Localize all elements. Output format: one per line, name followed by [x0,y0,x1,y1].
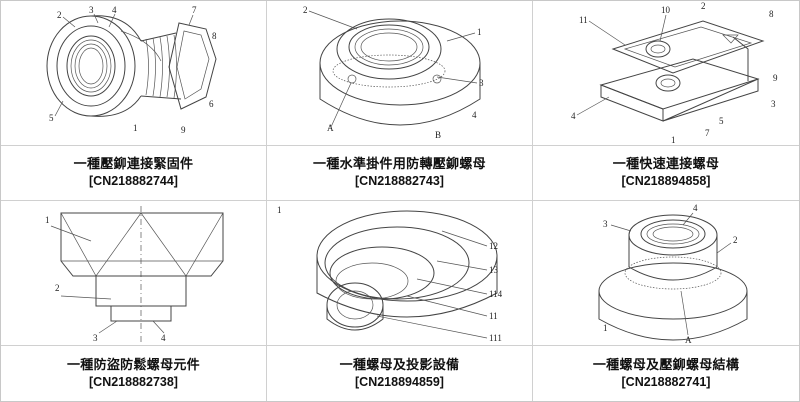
label-2: 2 [303,5,308,15]
label-11: 11 [579,15,588,25]
label-A: A [685,335,692,345]
label-A: A [327,123,334,133]
label-4: 4 [112,5,117,15]
patent-drawing-1: 2 3 4 7 8 5 6 9 1 [1,1,267,146]
label-3: 3 [93,333,98,343]
label-4: 4 [693,203,698,213]
patent-caption-4: 一種防盜防鬆螺母元件 [CN218882738] [1,346,267,401]
label-3: 3 [479,78,484,88]
label-2: 2 [701,1,706,11]
label-2: 2 [57,10,62,20]
label-4: 4 [472,110,477,120]
patent-caption-2: 一種水準掛件用防轉壓鉚螺母 [CN218882743] [267,146,533,201]
patent-number[interactable]: [CN218882744] [89,174,178,188]
patent-number[interactable]: [CN218882743] [355,174,444,188]
label-1: 1 [671,135,676,145]
patent-caption-3: 一種快速連接螺母 [CN218894858] [533,146,799,201]
label-12: 12 [489,241,498,251]
label-4: 4 [161,333,166,343]
label-2: 2 [733,235,738,245]
label-13: 13 [489,265,499,275]
patent-title: 一種水準掛件用防轉壓鉚螺母 [313,157,486,172]
label-1: 1 [133,123,138,133]
label-6: 6 [209,99,214,109]
label-5: 5 [719,116,724,126]
patent-drawing-5: 1 12 13 114 11 111 [267,201,533,346]
patent-title: 一種螺母及投影設備 [339,357,460,373]
label-1: 1 [477,27,482,37]
patent-drawing-6: 3 4 2 1 A [533,201,799,346]
label-1: 1 [45,215,50,225]
label-9: 9 [181,125,186,135]
patent-caption-6: 一種螺母及壓鉚螺母結構 [CN218882741] [533,346,799,401]
label-111: 111 [489,333,502,343]
label-7: 7 [192,5,197,15]
patent-title: 一種防盜防鬆螺母元件 [66,357,200,373]
label-1: 1 [277,205,282,215]
label-11: 11 [489,311,498,321]
label-114: 114 [489,289,503,299]
patent-drawing-2: 2 1 3 4 A B [267,1,533,146]
patent-number[interactable]: [CN218882741] [621,374,711,389]
patent-drawing-4: 1 2 3 4 [1,201,267,346]
label-8: 8 [769,9,774,19]
patent-caption-5: 一種螺母及投影設備 [CN218894859] [267,346,533,401]
patent-title: 一種快速連接螺母 [612,157,720,172]
patent-title: 一種螺母及壓鉚螺母結構 [592,357,740,373]
label-5: 5 [49,113,54,123]
patent-number[interactable]: [CN218894858] [621,174,711,188]
label-8: 8 [212,31,217,41]
patent-drawing-3: 11 10 2 8 9 3 4 5 7 1 [533,1,799,146]
label-1: 1 [603,323,608,333]
label-4: 4 [571,111,576,121]
label-7: 7 [705,128,710,138]
label-3: 3 [603,219,608,229]
label-10: 10 [661,5,671,15]
patent-caption-1: 一種壓鉚連接緊固件 [CN218882744] [1,146,267,201]
patent-number[interactable]: [CN218894859] [355,374,444,389]
label-3: 3 [771,99,776,109]
label-9: 9 [773,73,778,83]
patent-number[interactable]: [CN218882738] [89,374,178,389]
label-B: B [435,130,441,140]
label-3: 3 [89,5,94,15]
label-2: 2 [55,283,60,293]
patent-title: 一種壓鉚連接緊固件 [73,157,194,172]
